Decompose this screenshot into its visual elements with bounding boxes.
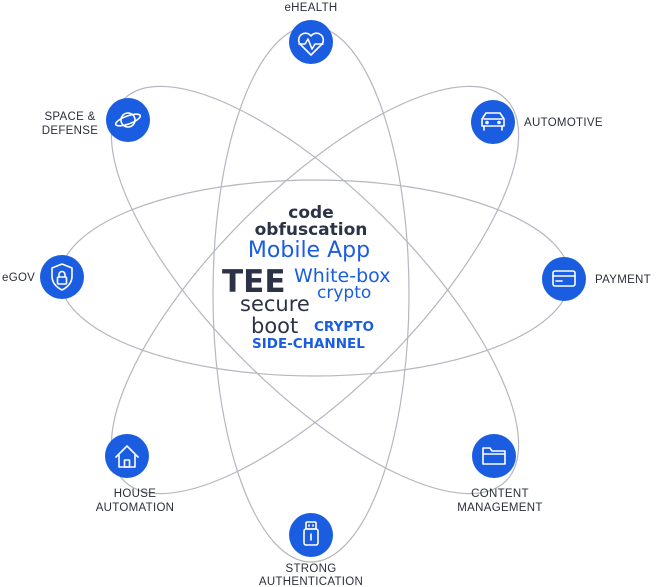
automotive-node-circle [471, 100, 515, 144]
node-payment: PAYMENT [542, 257, 651, 301]
word-obfuscation: obfuscation [255, 220, 368, 240]
node-space-defense: SPACE & DEFENSE [42, 98, 150, 142]
space-label-line1: SPACE & [44, 111, 95, 123]
automotive-label: AUTOMOTIVE [524, 117, 603, 129]
house-icon [115, 445, 139, 468]
usb-key-icon [303, 521, 319, 546]
word-secure: secure [240, 292, 310, 316]
node-ehealth: eHEALTH [284, 2, 337, 64]
content-node-circle [472, 434, 516, 478]
credit-card-icon [552, 270, 576, 287]
heart-monitor-icon [297, 32, 325, 56]
content-label-line1: CONTENT [471, 488, 529, 500]
word-white-box: White-box [294, 265, 390, 287]
word-crypto-caps: CRYPTO [314, 319, 374, 335]
car-icon [481, 112, 505, 131]
word-code: code [288, 203, 333, 223]
node-content-management: CONTENT MANAGEMENT [457, 434, 542, 514]
payment-node-circle [542, 257, 586, 301]
shield-lock-icon [51, 263, 73, 291]
ehealth-node-circle [289, 20, 333, 64]
word-boot: boot [251, 314, 298, 338]
node-automotive: AUTOMOTIVE [471, 100, 603, 144]
payment-label: PAYMENT [595, 274, 651, 286]
house-node-circle [105, 434, 149, 478]
space-node-circle [106, 98, 150, 142]
node-egov: eGOV [2, 255, 84, 299]
word-mobile-app: Mobile App [248, 238, 370, 263]
house-label-line1: HOUSE [114, 488, 156, 500]
folder-icon [482, 447, 506, 465]
word-side-channel: SIDE-CHANNEL [252, 336, 365, 352]
strong-label-line1: STRONG [286, 563, 337, 575]
word-cloud: code obfuscation Mobile App TEE White-bo… [222, 203, 390, 352]
node-house-automation: HOUSE AUTOMATION [96, 434, 175, 514]
ehealth-label: eHEALTH [284, 2, 337, 14]
house-label-line2: AUTOMATION [96, 502, 175, 514]
strong-label-line2: AUTHENTICATION [259, 576, 363, 587]
content-label-line2: MANAGEMENT [457, 502, 542, 514]
node-strong-authentication: STRONG AUTHENTICATION [259, 513, 363, 587]
space-label-line2: DEFENSE [42, 125, 98, 137]
word-crypto: crypto [317, 283, 371, 303]
egov-label: eGOV [2, 272, 35, 284]
orbit-diagonal-b [110, 85, 520, 495]
word-tee: TEE [222, 264, 286, 300]
planet-icon [114, 112, 142, 128]
